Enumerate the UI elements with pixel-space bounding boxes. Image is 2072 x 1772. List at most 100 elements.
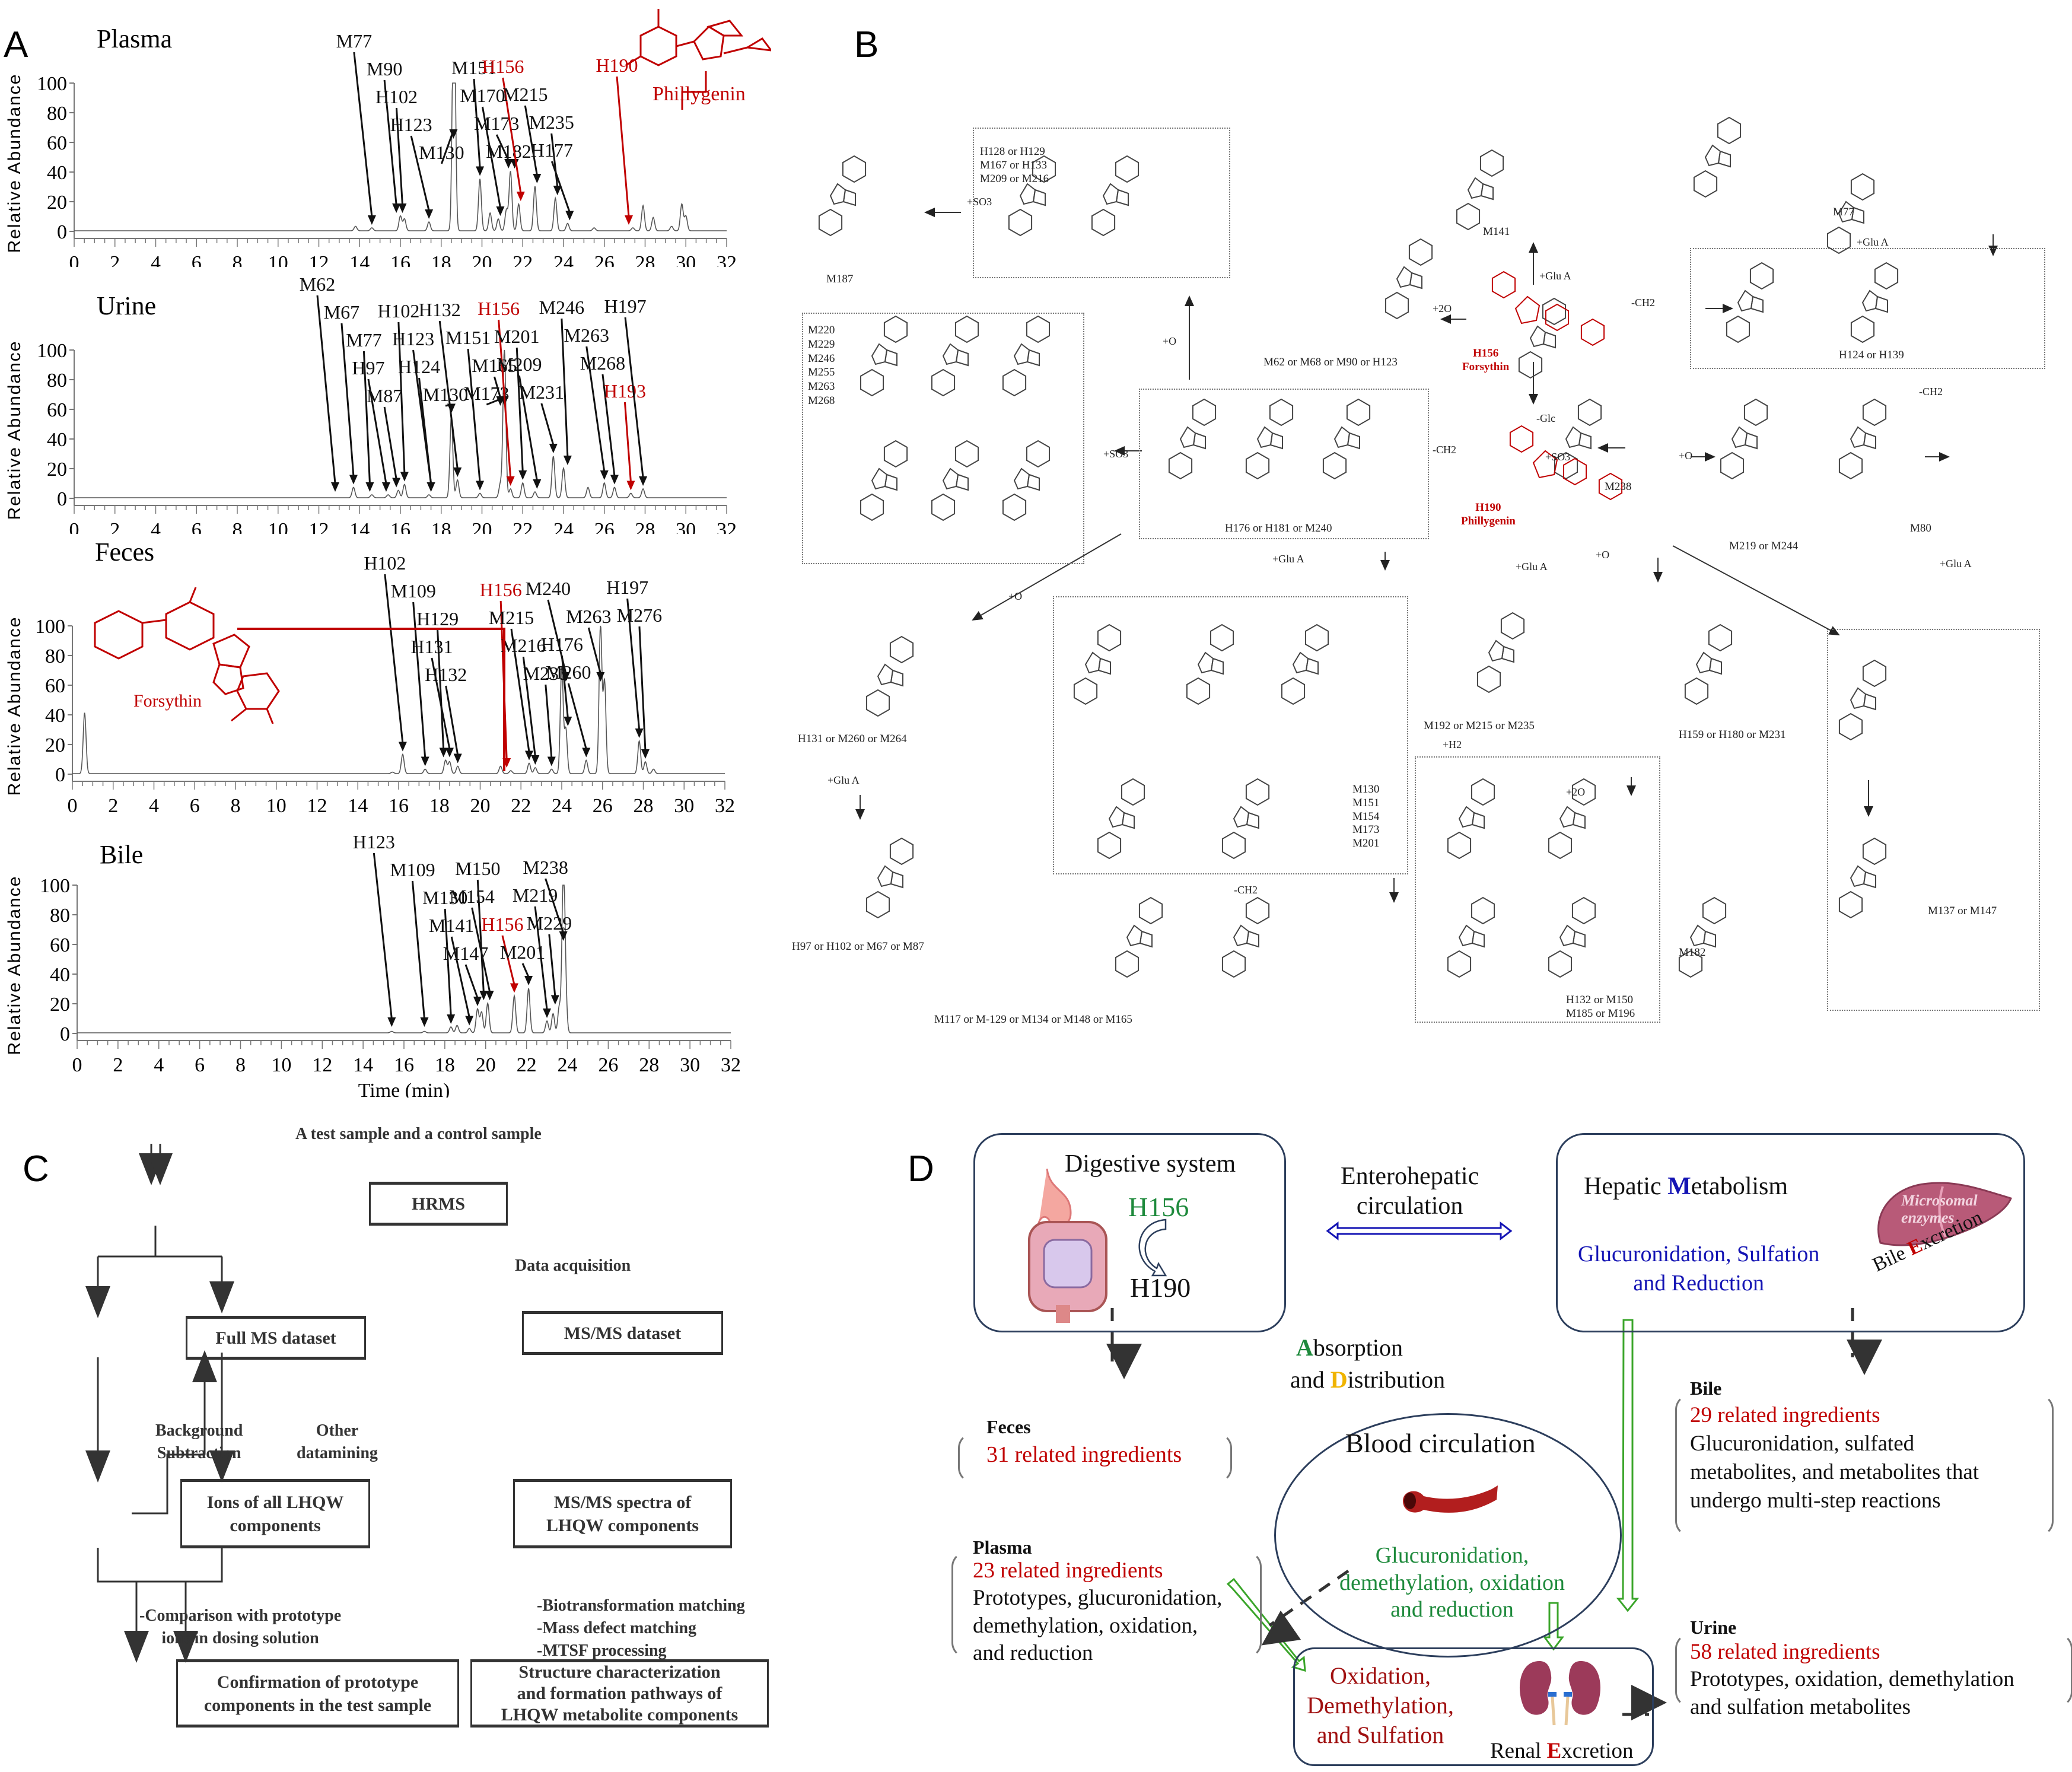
peak-arrow-shaft <box>464 964 479 998</box>
peak-label: H129 <box>416 608 459 629</box>
blood-reaction-line1: Glucuronidation, <box>1375 1543 1529 1568</box>
peak-label: M246 <box>539 297 584 318</box>
enterohepatic-line2: circulation <box>1356 1192 1463 1220</box>
peak-label: M229 <box>527 912 572 934</box>
peak-arrow-head <box>476 166 485 176</box>
step-demethyl-down: -CH2 <box>1919 386 1943 397</box>
compound-m62: M62 or M68 or M90 or H123 <box>1263 356 1398 368</box>
peak-arrow-shaft <box>510 628 530 752</box>
parent-h156: H156 Forsythin <box>1462 347 1509 374</box>
blood-circulation-ellipse <box>1274 1413 1622 1658</box>
peak-annotation: M182 <box>486 141 531 168</box>
peak-label: H97 <box>352 357 384 378</box>
compound-m154: M154 <box>1352 810 1380 823</box>
peak-arrow-shaft <box>518 375 538 481</box>
step-oxidation-up: +O <box>1163 335 1177 347</box>
peak-label: H156 <box>481 914 523 935</box>
peak-label: M151 <box>451 57 496 78</box>
x-tick-label: 4 <box>151 252 161 267</box>
peak-annotation: M141 <box>429 915 474 1026</box>
renal-excretion-pre: Renal <box>1490 1739 1547 1763</box>
peak-annotation: H190 <box>596 55 638 225</box>
peak-arrow-shaft <box>624 317 644 478</box>
peak-annotation: H97 <box>352 357 390 492</box>
digestive-tract-icon <box>1028 1168 1107 1323</box>
compound-m209: M209 or M216 <box>980 172 1049 185</box>
x-tick-label: 6 <box>195 1054 205 1076</box>
peak-arrow-shaft <box>397 322 406 473</box>
plasma-label: Plasma <box>973 1536 1032 1558</box>
peak-arrow-head <box>626 481 635 491</box>
peak-arrow-shaft <box>521 963 530 978</box>
peak-arrow-head <box>398 203 407 213</box>
panel-label-b: B <box>854 24 879 65</box>
phillygenin-structure-icon <box>625 9 771 110</box>
enterohepatic-label: Enterohepatic circulation <box>1341 1162 1479 1221</box>
compound-m255: M255 <box>808 366 835 379</box>
peak-annotation: H131 <box>410 636 454 758</box>
compound-m220: M220 <box>808 324 835 336</box>
peak-annotation: H197 <box>604 295 648 486</box>
compound-h132-list: H132 or M150 M185 or M196 <box>1566 994 1635 1021</box>
peak-label: M62 <box>300 273 335 295</box>
absorption-distribution-label: Absorption and Distribution <box>1290 1332 1445 1396</box>
y-tick-label: 20 <box>45 734 65 756</box>
x-tick-label: 8 <box>235 1054 246 1076</box>
bg-sub-line2: Subtraction <box>157 1443 241 1462</box>
x-tick-label: 6 <box>192 252 202 267</box>
peak-arrow-shaft <box>524 105 538 176</box>
peak-label: M87 <box>367 385 402 406</box>
x-tick-label: 14 <box>348 795 368 813</box>
peak-annotation: M130 <box>419 129 464 164</box>
x-tick-label: 6 <box>192 519 202 534</box>
compound-h97: H97 or H102 or M67 or M87 <box>792 940 924 953</box>
compound-m80: M80 <box>1910 522 1931 535</box>
distribution-and: and <box>1290 1366 1331 1393</box>
compound-h176: H176 or H181 or M240 <box>1225 522 1332 535</box>
peak-label: M215 <box>489 607 534 628</box>
x-tick-label: 0 <box>69 519 79 534</box>
peak-arrow-head <box>381 482 390 492</box>
pathway-box-glucuronides <box>1053 596 1408 874</box>
peak-annotation: H132 <box>419 299 462 477</box>
peak-arrow-shaft <box>467 348 481 482</box>
peak-arrow-shaft <box>561 655 569 718</box>
x-tick-label: 28 <box>639 1054 659 1076</box>
peak-arrow-head <box>445 747 454 758</box>
y-tick-label: 40 <box>47 429 67 451</box>
absorption-highlight: A <box>1296 1334 1313 1361</box>
chromatogram-trace <box>72 625 725 774</box>
peak-arrow-shaft <box>431 657 451 749</box>
y-tick-label: 60 <box>47 399 67 421</box>
confirm-line1: Confirmation of prototype <box>217 1672 419 1692</box>
hepatic-metabolism-box <box>1556 1133 2025 1332</box>
bg-sub-line1: Background <box>155 1421 243 1440</box>
peak-arrow-head <box>524 976 533 985</box>
ions-box: Ions of all LHQW components <box>180 1479 370 1548</box>
peak-arrow-shaft <box>626 598 641 730</box>
y-tick-label: 0 <box>57 221 67 243</box>
parent-h190: H190 Phillygenin <box>1461 501 1516 529</box>
peak-label: M215 <box>502 84 548 105</box>
step-hydrogenation: +H2 <box>1443 739 1462 750</box>
peak-annotation: H177 <box>531 139 574 221</box>
peak-annotation: M109 <box>390 859 435 1027</box>
feces-label: Feces <box>986 1416 1031 1437</box>
peak-label: M263 <box>564 325 609 346</box>
peak-arrow-shaft <box>616 76 630 217</box>
peak-label: M235 <box>529 112 574 133</box>
conversion-arrow-icon <box>1138 1219 1167 1277</box>
plasma-count: 23 related ingredients <box>973 1558 1163 1583</box>
flowchart-connectors <box>85 1144 234 1663</box>
peak-arrow-head <box>479 991 488 1000</box>
peak-arrow-head <box>600 470 609 480</box>
x-axis-label: Time (min) <box>358 1080 450 1097</box>
peak-label: H102 <box>375 86 418 107</box>
peak-arrow-shaft <box>476 879 485 992</box>
compound-h131: H131 or M260 or M264 <box>798 733 907 745</box>
peak-arrow-head <box>533 174 542 183</box>
peak-annotation: M62 <box>300 273 339 492</box>
x-tick-label: 12 <box>307 795 327 813</box>
peak-arrow-head <box>506 476 515 486</box>
peak-label: M231 <box>523 663 568 684</box>
